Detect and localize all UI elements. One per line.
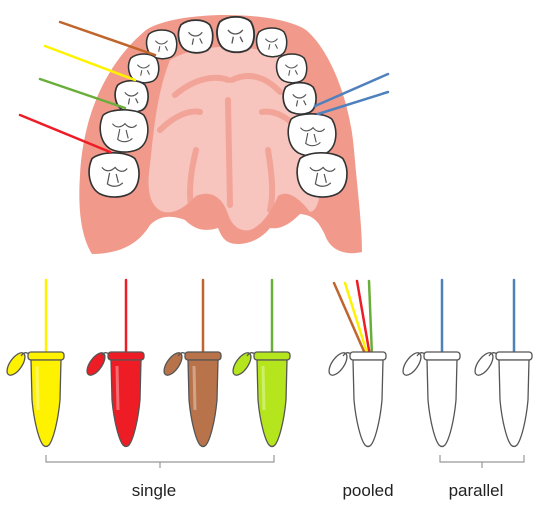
tube-single-4 [232,278,291,448]
green-probe-line [38,77,127,110]
tube-parallel-7 [474,278,533,448]
tube-body [498,359,530,448]
tube-lid [163,352,183,376]
tube-rim [423,351,461,361]
brown-probe-line [58,20,157,57]
pooled-probe-line [343,281,370,358]
upper-jaw [79,15,362,254]
tube-rim [184,351,222,361]
tube-body [110,359,142,448]
tube-body [256,359,288,448]
palatal-ridges [157,73,303,213]
parallel-label: parallel [449,481,504,500]
parallel-bracket [439,455,525,468]
tube-lid [6,352,26,376]
tube-highlight [35,365,40,411]
tube-lid [328,352,348,376]
blue-probe-line-2 [316,90,390,116]
blue-probe-line-1 [313,72,390,108]
pooled-probe-line [355,279,372,358]
pooled-probe-line [367,279,374,358]
tube-single-2 [86,278,145,448]
pooled-probe-line [332,281,368,358]
single-bracket [45,455,275,468]
tube-lid [86,352,106,376]
tube-rim [495,351,533,361]
tube-lid [232,352,252,376]
tube-highlight [115,365,120,411]
tube-pooled-5 [328,279,387,448]
tube-rim [27,351,65,361]
tube-parallel-6 [402,278,461,448]
red-probe-line [18,113,112,154]
tube-rim [107,351,145,361]
yellow-probe-line [43,44,137,82]
tube-body [187,359,219,448]
pooled-label: pooled [342,481,393,500]
tube-highlight [192,365,197,411]
group-brackets [45,455,525,468]
tube-highlight [261,365,266,411]
tube-rim [253,351,291,361]
tube-lid [402,352,422,376]
tooth-probes [18,20,390,154]
tube-row [6,278,533,448]
tube-single-3 [163,278,222,448]
tube-single-1 [6,278,65,448]
tube-rim [349,351,387,361]
tube-body [352,359,384,448]
tube-body [426,359,458,448]
tube-lid [474,352,494,376]
tube-body [30,359,62,448]
single-label: single [132,481,176,500]
